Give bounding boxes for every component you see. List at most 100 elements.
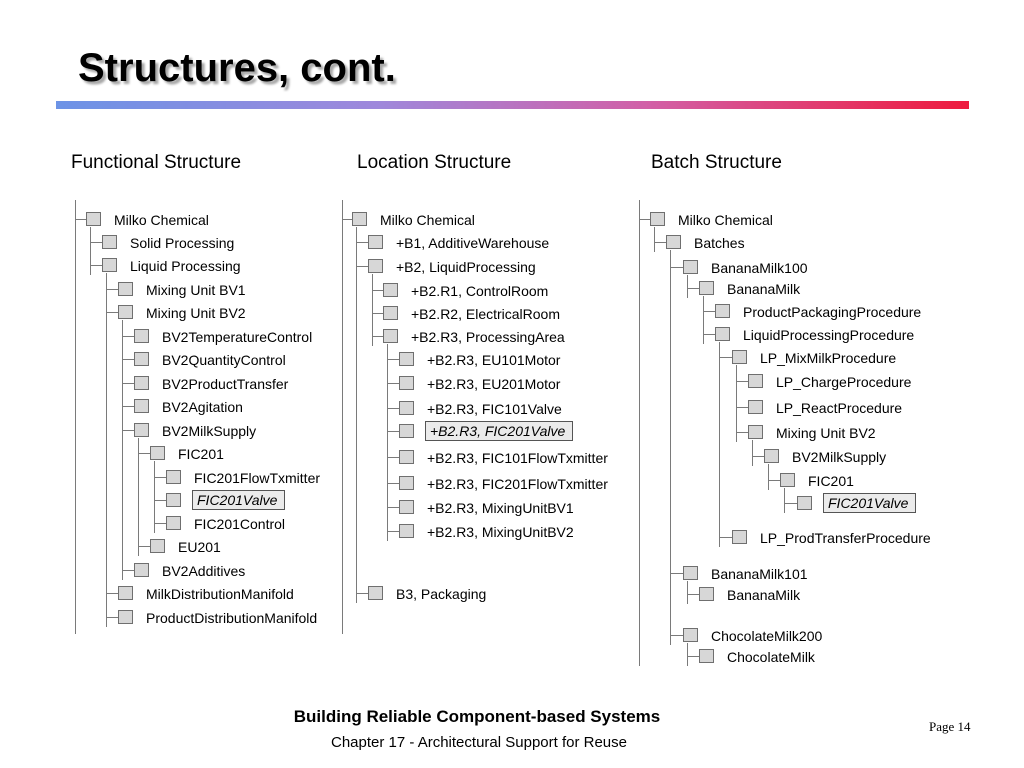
trunk-line bbox=[106, 273, 107, 627]
connector-line bbox=[356, 593, 368, 594]
tree-node-label: BV2MilkSupply bbox=[162, 423, 257, 439]
node-box-icon bbox=[368, 259, 383, 273]
trunk-line bbox=[387, 344, 388, 541]
node-box-icon bbox=[650, 212, 665, 226]
location-structure-heading: Location Structure bbox=[357, 152, 512, 173]
trunk-line bbox=[687, 581, 688, 604]
trunk-line bbox=[356, 227, 357, 603]
batch-structure-heading: Batch Structure bbox=[651, 152, 782, 173]
connector-line bbox=[768, 480, 780, 481]
tree-node-label: Milko Chemical bbox=[114, 212, 209, 228]
node-box-icon bbox=[383, 283, 398, 297]
tree-node-label: Mixing Unit BV2 bbox=[776, 425, 876, 441]
connector-line bbox=[736, 432, 748, 433]
connector-line bbox=[784, 503, 797, 504]
connector-line bbox=[106, 289, 118, 290]
connector-line bbox=[654, 242, 666, 243]
trunk-line bbox=[703, 296, 704, 344]
tree-node-label: LP_ReactProcedure bbox=[776, 400, 903, 416]
connector-line bbox=[75, 219, 86, 220]
node-box-icon bbox=[683, 260, 698, 274]
node-box-icon bbox=[399, 524, 414, 538]
connector-line bbox=[372, 313, 383, 314]
tree-node-label: Liquid Processing bbox=[130, 258, 241, 274]
trunk-line bbox=[768, 464, 769, 490]
footer-chapter: Chapter 17 - Architectural Support for R… bbox=[331, 734, 627, 751]
page-number: Page 14 bbox=[929, 719, 971, 734]
tree-node-label: BV2ProductTransfer bbox=[162, 376, 289, 392]
tree-node-label: LiquidProcessingProcedure bbox=[743, 327, 915, 343]
node-box-icon bbox=[764, 449, 779, 463]
trunk-line bbox=[90, 227, 91, 275]
tree-node-label: +B2.R1, ControlRoom bbox=[411, 283, 549, 299]
connector-line bbox=[122, 570, 134, 571]
connector-line bbox=[106, 617, 118, 618]
node-box-icon bbox=[118, 282, 133, 296]
tree-node-label: Batches bbox=[694, 235, 745, 251]
tree-node-label: B3, Packaging bbox=[396, 586, 487, 602]
connector-line bbox=[639, 219, 650, 220]
connector-line bbox=[122, 430, 134, 431]
node-box-icon bbox=[166, 470, 181, 484]
node-box-icon bbox=[150, 446, 165, 460]
tree-node-label: BV2Additives bbox=[162, 563, 246, 579]
tree-node-label: FIC201Valve bbox=[823, 493, 917, 513]
tree-node-label: BV2Agitation bbox=[162, 399, 243, 415]
connector-line bbox=[687, 656, 699, 657]
tree-node-label: +B2.R3, FIC201FlowTxmitter bbox=[427, 476, 608, 492]
tree-node-label: +B2, LiquidProcessing bbox=[396, 259, 536, 275]
node-box-icon bbox=[102, 235, 117, 249]
tree-node-label: BananaMilk101 bbox=[711, 566, 808, 582]
node-box-icon bbox=[683, 566, 698, 580]
tree-node-label: EU201 bbox=[178, 539, 221, 555]
tree-node-label: Mixing Unit BV2 bbox=[146, 305, 246, 321]
node-box-icon bbox=[134, 423, 149, 437]
connector-line bbox=[387, 359, 399, 360]
tree-node-label: FIC201Control bbox=[194, 516, 286, 532]
node-box-icon bbox=[134, 329, 149, 343]
node-box-icon bbox=[666, 235, 681, 249]
tree-node-label: LP_ProdTransferProcedure bbox=[760, 530, 931, 546]
connector-line bbox=[154, 500, 166, 501]
trunk-line bbox=[122, 320, 123, 580]
tree-node-label: Milko Chemical bbox=[380, 212, 475, 228]
connector-line bbox=[387, 383, 399, 384]
tree-node-label: +B2.R3, MixingUnitBV1 bbox=[427, 500, 574, 516]
node-box-icon bbox=[699, 649, 714, 663]
tree-node-label: ChocolateMilk200 bbox=[711, 628, 823, 644]
trunk-line bbox=[372, 274, 373, 346]
trunk-line bbox=[687, 275, 688, 298]
node-box-icon bbox=[134, 352, 149, 366]
tree-node-label: BV2TemperatureControl bbox=[162, 329, 313, 345]
trunk-line bbox=[687, 643, 688, 666]
trunk-line bbox=[138, 438, 139, 556]
connector-line bbox=[122, 383, 134, 384]
trunk-line bbox=[719, 342, 720, 547]
tree-node-label: ChocolateMilk bbox=[727, 649, 815, 665]
node-box-icon bbox=[797, 496, 812, 510]
node-box-icon bbox=[399, 450, 414, 464]
node-box-icon bbox=[748, 400, 763, 414]
node-box-icon bbox=[86, 212, 101, 226]
connector-line bbox=[154, 477, 166, 478]
tree-stem-line bbox=[342, 200, 343, 634]
node-box-icon bbox=[699, 587, 714, 601]
tree-node-label: ProductDistributionManifold bbox=[146, 610, 318, 626]
tree-node-label: BV2MilkSupply bbox=[792, 449, 887, 465]
node-box-icon bbox=[699, 281, 714, 295]
node-box-icon bbox=[118, 610, 133, 624]
connector-line bbox=[387, 531, 399, 532]
connector-line bbox=[703, 334, 715, 335]
node-box-icon bbox=[399, 401, 414, 415]
node-box-icon bbox=[150, 539, 165, 553]
connector-line bbox=[387, 483, 399, 484]
connector-line bbox=[372, 336, 383, 337]
trunk-line bbox=[784, 488, 785, 513]
connector-line bbox=[372, 290, 383, 291]
node-box-icon bbox=[748, 374, 763, 388]
tree-node-label: BV2QuantityControl bbox=[162, 352, 286, 368]
node-box-icon bbox=[399, 376, 414, 390]
connector-line bbox=[703, 311, 715, 312]
